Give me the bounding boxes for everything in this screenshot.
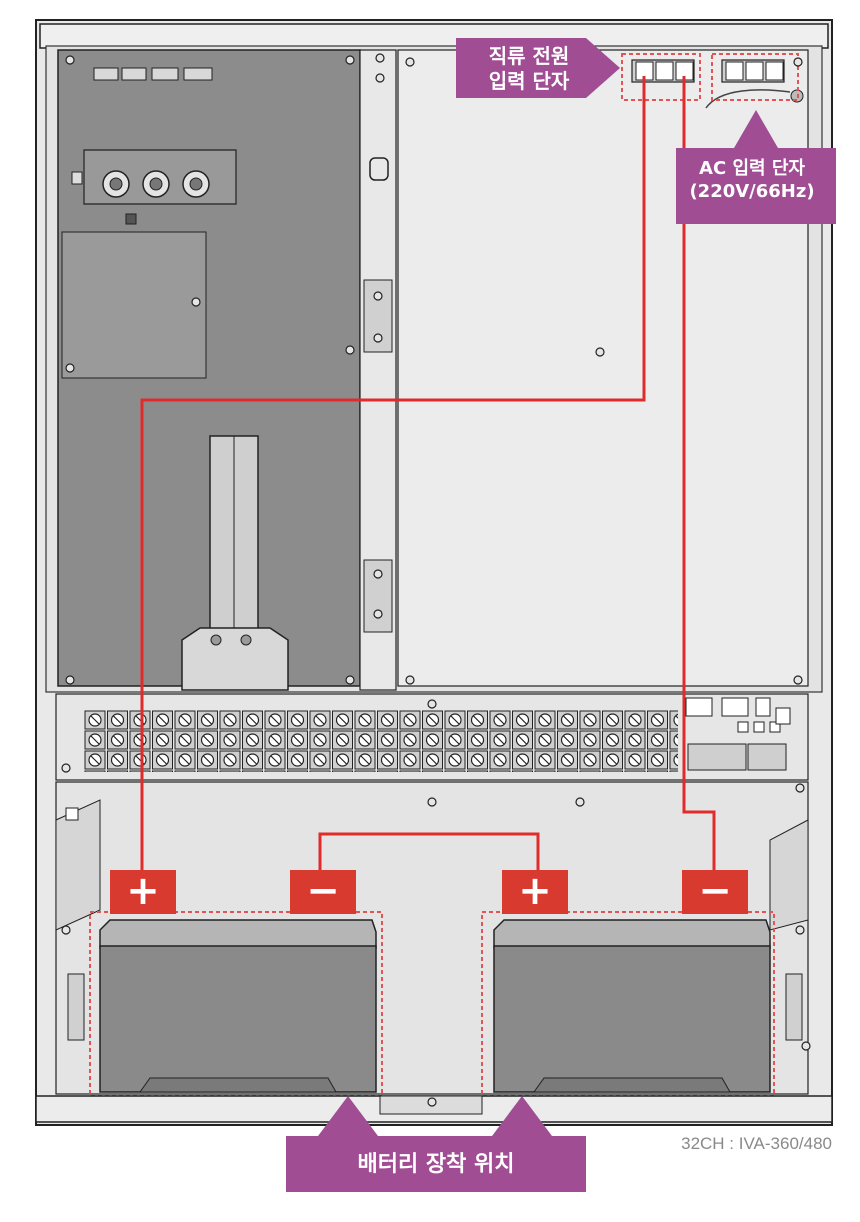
board-chip xyxy=(125,213,137,225)
cabinet-top-rail xyxy=(39,23,829,49)
battery-right-minus-sign: − xyxy=(682,870,748,914)
dc-input-label: 직류 전원 입력 단자 xyxy=(462,44,596,94)
right-vent xyxy=(785,973,803,1041)
rail-slot xyxy=(369,157,389,181)
volume-knobs xyxy=(102,170,210,198)
battery-left-plus-sign: + xyxy=(110,870,176,914)
battery-position-label: 배터리 장착 위치 xyxy=(357,1152,515,1177)
dc-input-label-line1: 직류 전원 xyxy=(488,44,570,68)
right-bracket xyxy=(769,819,809,931)
dc-terminal-highlight xyxy=(621,53,701,101)
battery-position-callout xyxy=(286,1096,586,1192)
battery-right-plus-sign: + xyxy=(502,870,568,914)
status-indicators xyxy=(685,697,781,733)
ac-input-label-line2: (220V/66Hz) xyxy=(689,180,815,202)
speaker-terminal-block xyxy=(84,710,678,772)
dc-input-callout xyxy=(456,38,620,98)
compartment-latch xyxy=(65,807,79,821)
sub-board xyxy=(61,231,207,379)
output-terminal-block xyxy=(687,743,787,771)
ac-input-callout xyxy=(676,110,836,224)
battery-wiring xyxy=(140,76,716,880)
ac-input-label-line1: AC 입력 단자 xyxy=(699,158,805,179)
dc-input-terminal xyxy=(631,59,695,83)
rail-bracket-lower xyxy=(363,559,393,633)
ground-tab xyxy=(775,707,791,725)
board-switch xyxy=(71,171,83,185)
battery-left xyxy=(99,919,377,1093)
duct-clamp xyxy=(181,627,289,691)
battery-right xyxy=(493,919,771,1093)
ac-input-label: AC 입력 단자 (220V/66Hz) xyxy=(676,158,828,203)
model-caption: 32CH : IVA-360/480 xyxy=(681,1134,832,1153)
ac-input-terminal xyxy=(721,59,785,83)
screws xyxy=(61,53,811,1107)
dc-input-label-line2: 입력 단자 xyxy=(488,69,570,93)
left-vent xyxy=(67,973,85,1041)
ac-terminal-highlight xyxy=(711,53,799,101)
top-board-connectors xyxy=(93,67,213,81)
ac-cable xyxy=(705,89,791,109)
left-bracket xyxy=(55,799,101,931)
battery-left-minus-sign: − xyxy=(290,870,356,914)
